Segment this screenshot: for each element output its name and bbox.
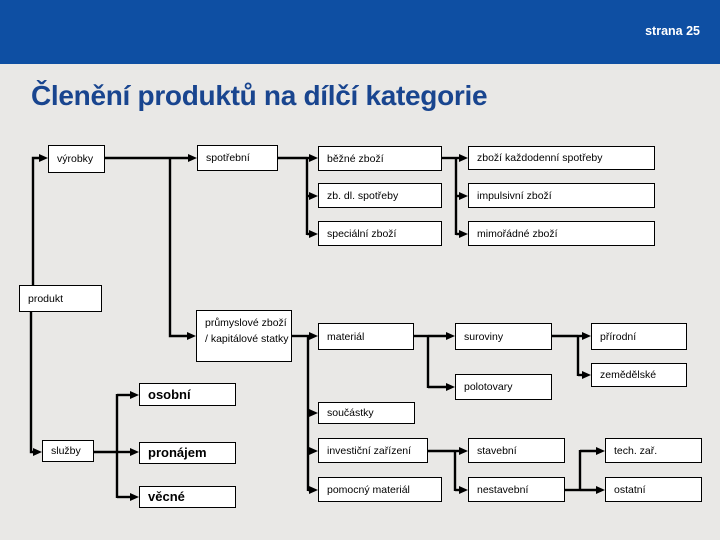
page-number-label: strana 25 [645, 24, 700, 38]
node-ostatni: ostatní [605, 477, 702, 502]
node-soucastky: součástky [318, 402, 415, 424]
node-spotrebni: spotřební [197, 145, 278, 171]
node-zbozi-kazdodenni-spotreby: zboží každodenní spotřeby [468, 146, 655, 170]
header-bar: strana 25 [0, 0, 720, 64]
node-mimoradne-zbozi: mimořádné zboží [468, 221, 655, 246]
node-bezne-zbozi: běžné zboží [318, 146, 442, 171]
node-prumyslove-zbozi: průmyslové zboží / kapitálové statky [196, 310, 292, 362]
node-prirodni: přírodní [591, 323, 687, 350]
node-zb-dl-spotreby: zb. dl. spotřeby [318, 183, 442, 208]
node-pronajem: pronájem [139, 442, 236, 464]
node-tech-zar: tech. zař. [605, 438, 702, 463]
node-produkt: produkt [19, 285, 102, 312]
node-pomocny-material: pomocný materiál [318, 477, 442, 502]
node-stavebni: stavební [468, 438, 565, 463]
node-vyrobky: výrobky [48, 145, 105, 173]
node-osobni: osobní [139, 383, 236, 406]
node-specialni-zbozi: speciální zboží [318, 221, 442, 246]
node-material: materiál [318, 323, 414, 350]
node-vecne: věcné [139, 486, 236, 508]
node-sluzby: služby [42, 440, 94, 462]
node-nestavebni: nestavební [468, 477, 565, 502]
node-suroviny: suroviny [455, 323, 552, 350]
node-investicni-zarizeni: investiční zařízení [318, 438, 428, 463]
node-zemedelske: zemědělské [591, 363, 687, 387]
node-impulsivni-zbozi: impulsivní zboží [468, 183, 655, 208]
node-polotovary: polotovary [455, 374, 552, 400]
slide-title: Členění produktů na dílčí kategorie [31, 80, 488, 111]
